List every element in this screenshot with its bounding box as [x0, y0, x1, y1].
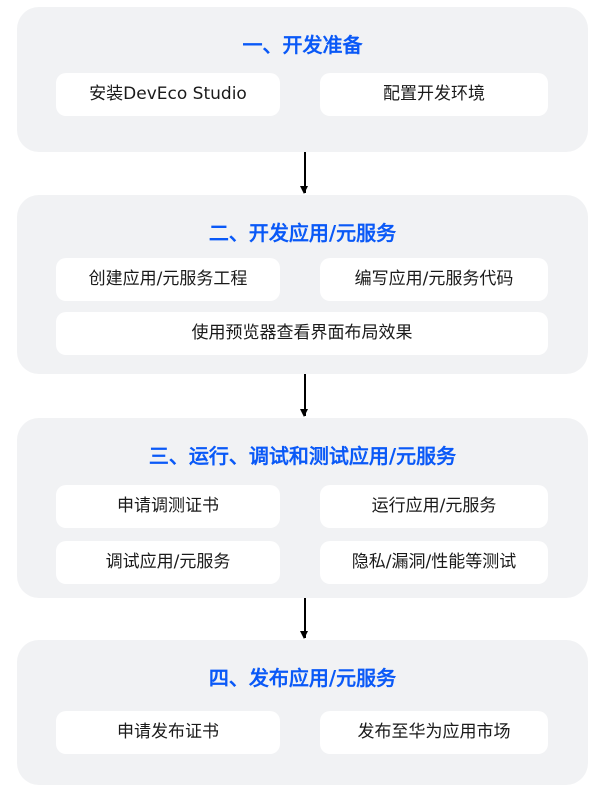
step-box: 使用预览器查看界面布局效果 — [56, 312, 548, 355]
step-box: 申请发布证书 — [56, 711, 280, 754]
step-box: 运行应用/元服务 — [320, 485, 548, 528]
stage-title: 二、开发应用/元服务 — [208, 221, 397, 245]
stage-title: 三、运行、调试和测试应用/元服务 — [148, 444, 457, 468]
stage-4-panel: 四、发布应用/元服务 申请发布证书 发布至华为应用市场 — [17, 640, 588, 785]
step-box: 发布至华为应用市场 — [320, 711, 548, 754]
step-box: 调试应用/元服务 — [56, 541, 280, 584]
arrow-down-icon — [301, 374, 307, 417]
step-box: 配置开发环境 — [320, 73, 548, 116]
stage-title: 一、开发准备 — [242, 33, 363, 57]
step-box: 安装DevEco Studio — [56, 73, 280, 116]
stage-title: 四、发布应用/元服务 — [208, 666, 397, 690]
arrow-down-icon — [301, 598, 307, 639]
stage-1-panel: 一、开发准备 安装DevEco Studio 配置开发环境 — [17, 7, 588, 152]
step-box: 申请调测证书 — [56, 485, 280, 528]
step-box: 编写应用/元服务代码 — [320, 258, 548, 301]
stage-3-panel: 三、运行、调试和测试应用/元服务 申请调测证书 运行应用/元服务 调试应用/元服… — [17, 418, 588, 598]
step-box: 创建应用/元服务工程 — [56, 258, 280, 301]
step-box: 隐私/漏洞/性能等测试 — [320, 541, 548, 584]
arrow-down-icon — [301, 152, 307, 194]
stage-2-panel: 二、开发应用/元服务 创建应用/元服务工程 编写应用/元服务代码 使用预览器查看… — [17, 195, 588, 374]
